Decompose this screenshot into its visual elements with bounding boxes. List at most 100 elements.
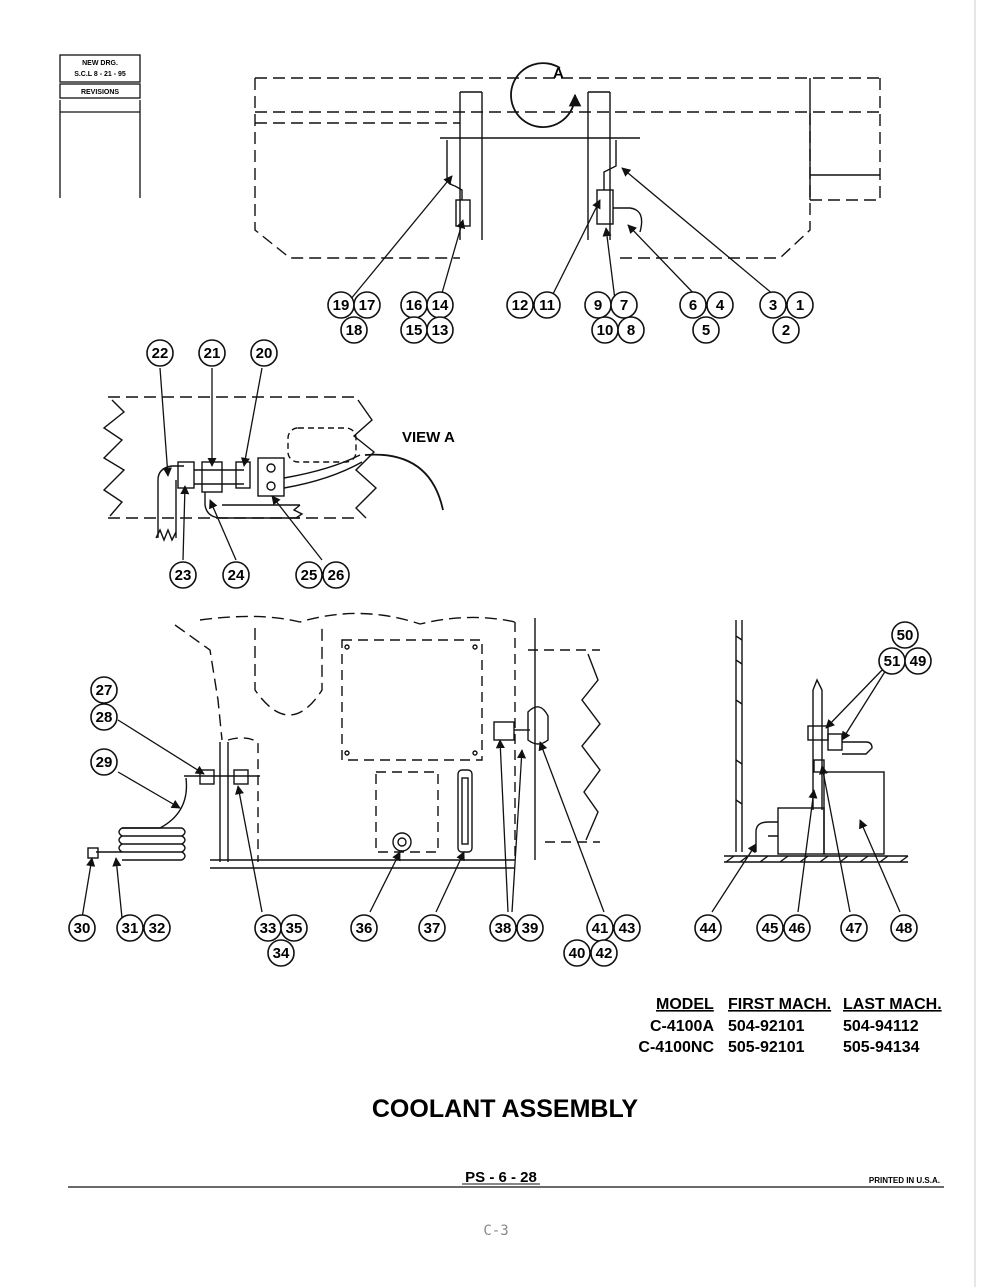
callout-number: 44 [700,920,717,937]
callout-number: 6 [689,297,697,314]
callout-bubble [786,291,814,319]
callout-bubble [418,914,446,942]
callout-bubble [533,291,561,319]
callout-bubble [679,291,707,319]
printed-in-usa: PRINTED IN U.S.A. [869,1176,940,1185]
callout-number: 25 [301,567,318,584]
callout-bubble [280,914,308,942]
callout-bubble [756,914,784,942]
bottom-leaders [81,719,605,919]
callout-number: 2 [782,322,790,339]
bottom-main-view [87,612,601,869]
callout-number: 34 [273,945,290,962]
callout-bubble [890,914,918,942]
callout-number: 43 [619,920,636,937]
page-stamp: C-3 [483,1223,508,1239]
page-number: PS - 6 - 28 [465,1169,537,1186]
callout-bubble [610,291,638,319]
callout-bubble [506,291,534,319]
callout-bubble [322,561,350,589]
callout-number: 9 [594,297,602,314]
callout-number: 29 [96,754,113,771]
callout-bubble [90,703,118,731]
callout-bubble [783,914,811,942]
callout-bubble [340,316,368,344]
callout-number: 35 [286,920,303,937]
callout-number: 49 [910,653,927,670]
callout-bubble [250,339,278,367]
callout-bubble [222,561,250,589]
callout-number: 7 [620,297,628,314]
callout-number: 5 [702,322,710,339]
drawing-title: COOLANT ASSEMBLY [372,1095,639,1123]
callout-bubble [489,914,517,942]
callout-number: 24 [228,567,245,584]
table-header-first: FIRST MACH. [728,996,831,1013]
callout-number: 28 [96,709,113,726]
callout-number: 30 [74,920,91,937]
callout-number: 31 [122,920,139,937]
callout-number: 46 [789,920,806,937]
callout-bubble [267,939,295,967]
callout-number: 8 [627,322,635,339]
callout-number: 39 [522,920,539,937]
callout-bubble [617,316,645,344]
callout-number: 38 [495,920,512,937]
table-row-last: 505-94134 [843,1039,920,1056]
callout-number: 47 [846,920,863,937]
view-a-leaders [159,367,323,561]
revisions-label: REVISIONS [81,89,119,96]
top-leaders [349,167,781,301]
callout-number: 36 [356,920,373,937]
table-row-first: 505-92101 [728,1039,805,1056]
revision-date: S.C.L 8 - 21 - 95 [74,71,126,78]
table-row-model: C-4100A [650,1018,714,1035]
callout-number: 13 [432,322,449,339]
callout-number: 51 [884,653,901,670]
callout-number: 21 [204,345,221,362]
callout-bubble [90,748,118,776]
callout-number: 16 [406,297,423,314]
callout-number: 18 [346,322,363,339]
callout-number: 26 [328,567,345,584]
callout-number: 4 [716,297,725,314]
callout-number: 12 [512,297,529,314]
callout-number: 45 [762,920,779,937]
table-row-last: 504-94112 [843,1018,919,1035]
callout-number: 3 [769,297,777,314]
callout-number: 48 [896,920,913,937]
callout-bubble [116,914,144,942]
callout-number: 32 [149,920,166,937]
model-table: MODEL FIRST MACH. LAST MACH. C-4100A 504… [638,996,941,1056]
callout-number: 14 [432,297,449,314]
callout-bubble [590,939,618,967]
revision-new-drawing: NEW DRG. [82,60,118,67]
callout-number: 50 [897,627,914,644]
callout-bubble [891,621,919,649]
callout-number: 15 [406,322,423,339]
callout-number: 33 [260,920,277,937]
callout-number: 17 [359,297,376,314]
callout-number: 41 [592,920,609,937]
callout-number: 40 [569,945,586,962]
callout-bubble [198,339,226,367]
callout-bubble [350,914,378,942]
table-header-model: MODEL [656,996,714,1013]
callout-number: 11 [539,297,555,314]
table-header-last: LAST MACH. [843,996,942,1013]
table-row-first: 504-92101 [728,1018,805,1035]
callout-number: 37 [424,920,441,937]
table-row-model: C-4100NC [638,1039,714,1056]
callout-bubble [692,316,720,344]
callout-bubble [143,914,171,942]
callout-number: 23 [175,567,192,584]
callout-number: 19 [333,297,350,314]
top-assembly-view [254,62,881,259]
callout-number: 1 [796,297,804,314]
callout-bubble [353,291,381,319]
callout-bubble [694,914,722,942]
callout-number: 42 [596,945,613,962]
callout-number: 27 [96,682,113,699]
